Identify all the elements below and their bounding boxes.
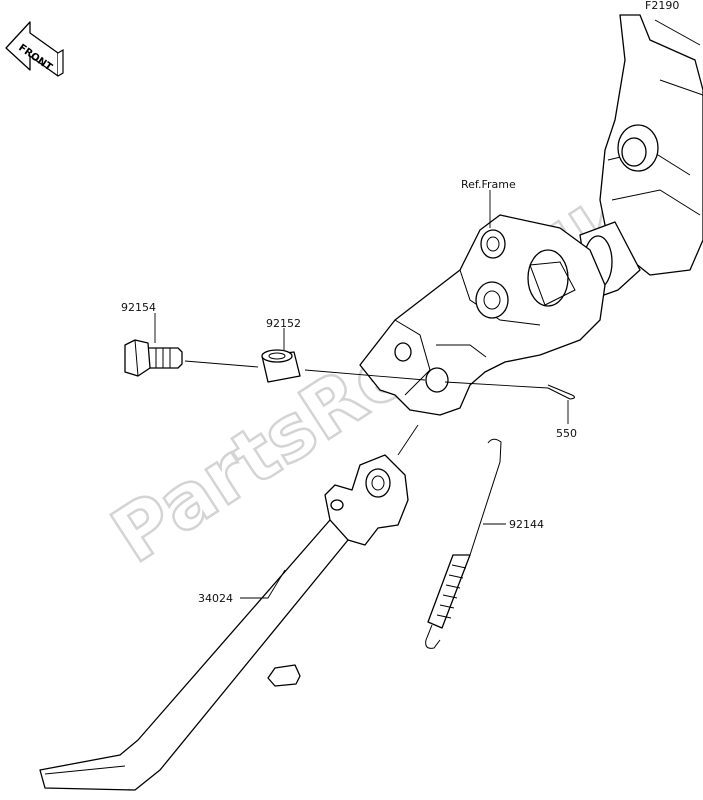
part-label-92144: 92144	[509, 518, 544, 531]
bolt-92154	[124, 339, 183, 377]
side-stand-34024	[39, 454, 409, 791]
spring-92144	[425, 438, 502, 649]
part-label-550: 550	[556, 427, 577, 440]
part-label-92154: 92154	[121, 301, 156, 314]
frame-bracket	[359, 214, 606, 416]
front-arrow-icon: FRONT	[5, 21, 64, 77]
frame-structure	[579, 14, 703, 301]
cotter-pin-550	[547, 384, 576, 400]
frame-ref-label: Ref.Frame	[461, 178, 516, 191]
part-label-34024: 34024	[198, 592, 233, 605]
collar-92152	[261, 349, 301, 383]
part-label-92152: 92152	[266, 317, 301, 330]
figure-code: F2190	[645, 0, 679, 12]
leader-lines	[154, 190, 569, 599]
